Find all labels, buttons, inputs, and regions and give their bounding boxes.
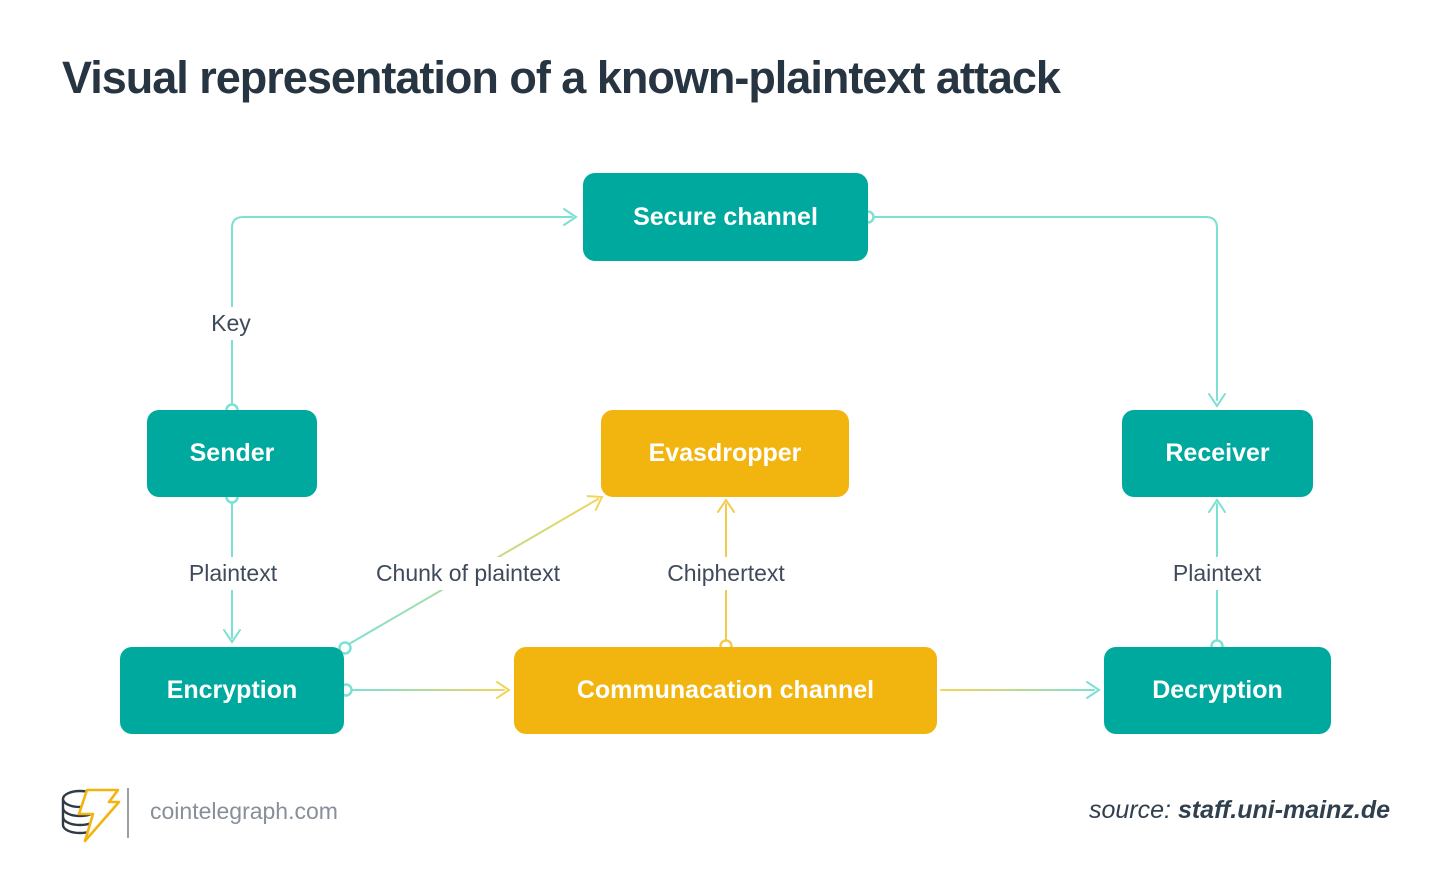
node-communication-channel: Communacation channel [514,647,937,734]
lightning-bolt-icon [77,788,121,843]
node-evasdropper: Evasdropper [601,410,849,497]
edge-secure-channel-receiver [861,210,1226,408]
edge-label-key: Key [201,307,261,340]
node-encryption: Encryption [120,647,344,734]
node-sender: Sender [147,410,317,497]
node-label: Secure channel [633,202,818,231]
node-label: Decryption [1152,676,1283,704]
footer-divider [127,788,129,838]
node-decryption: Decryption [1104,647,1331,734]
node-label: Encryption [166,676,298,704]
edge-communication-decryption [940,681,1101,699]
cointelegraph-logo coin-stack-lightning-icon [61,788,121,843]
source-label: source: [1089,796,1171,824]
footer: cointelegraph.com source: staff.uni-main… [0,780,1450,860]
edge-sender-secure-channel [225,208,578,417]
source-text: source: staff.uni-mainz.de [1089,796,1390,825]
edge-label-plaintext-left: Plaintext [178,557,288,590]
node-secure-channel: Secure channel [583,173,868,261]
node-receiver: Receiver [1122,410,1313,497]
page-title: Visual representation of a known-plainte… [62,52,1061,103]
brand-text: cointelegraph.com [150,798,338,824]
source-value: staff.uni-mainz.de [1177,796,1390,824]
edge-label-chiphertext: Chiphertext [657,557,795,590]
node-label: Receiver [1165,439,1270,467]
edge-encryption-communication [339,681,511,699]
node-label: Communacation channel [576,676,875,704]
edge-label-plaintext-right: Plaintext [1162,557,1272,590]
node-label: Evasdropper [648,439,802,467]
edge-label-chunk-of-plaintext: Chunk of plaintext [365,557,571,590]
node-label: Sender [189,439,275,467]
